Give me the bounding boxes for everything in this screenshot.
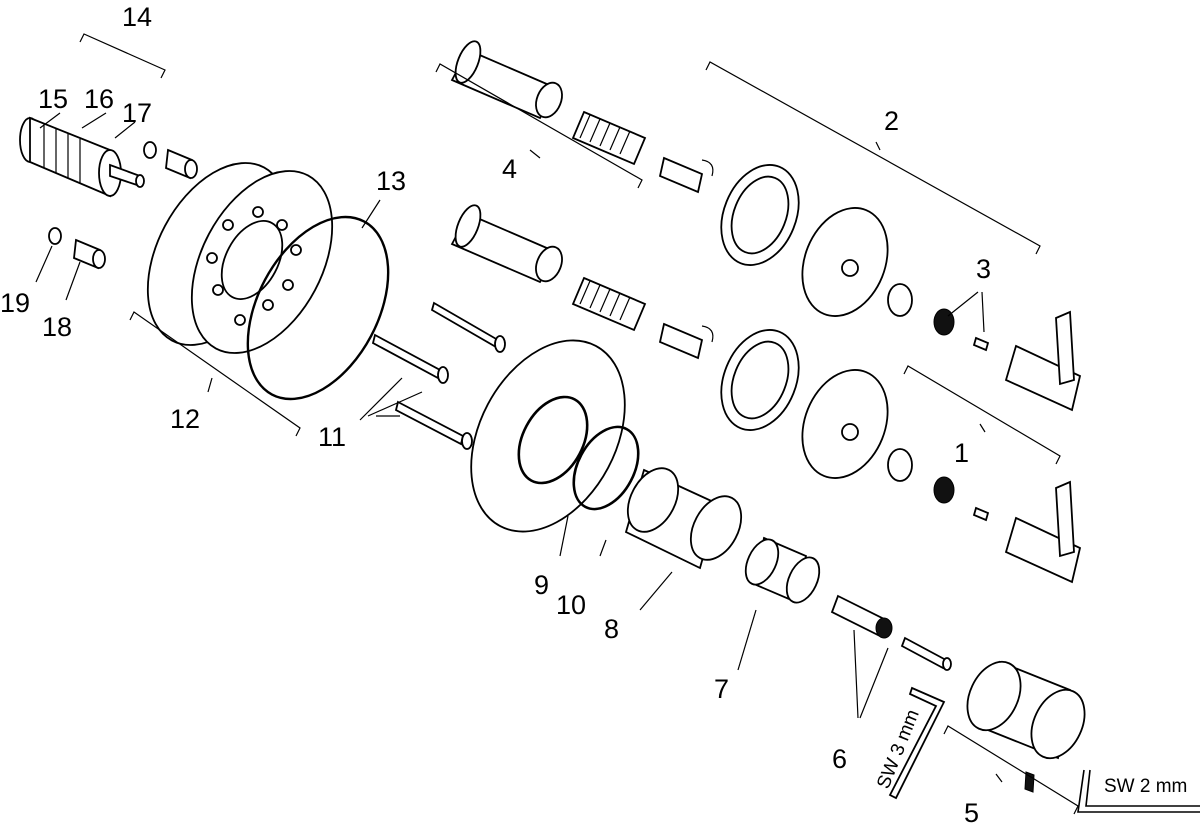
label-6: 6 bbox=[832, 744, 847, 774]
o-ring-10 bbox=[572, 425, 640, 511]
leader-lines bbox=[35, 33, 1079, 815]
label-1: 1 bbox=[954, 438, 969, 468]
mounting-screws bbox=[371, 301, 506, 450]
small-check-valve-lower bbox=[48, 227, 106, 270]
valve-body bbox=[146, 162, 334, 354]
label-12: 12 bbox=[170, 404, 200, 434]
label-13: 13 bbox=[376, 166, 406, 196]
label-7: 7 bbox=[714, 674, 729, 704]
adapter bbox=[744, 536, 821, 604]
label-15: 15 bbox=[38, 84, 68, 114]
label-9: 9 bbox=[534, 570, 549, 600]
label-2: 2 bbox=[884, 106, 899, 136]
label-17: 17 bbox=[122, 98, 152, 128]
hex-key-2mm bbox=[1077, 769, 1200, 813]
label-5: 5 bbox=[964, 798, 979, 828]
thermostatic-cartridge bbox=[19, 116, 145, 198]
hex-key-3mm bbox=[888, 686, 946, 800]
label-16: 16 bbox=[84, 84, 114, 114]
label-10: 10 bbox=[556, 590, 586, 620]
handle-group-lower bbox=[720, 329, 1082, 584]
label-11: 11 bbox=[318, 422, 346, 452]
sleeve bbox=[624, 467, 743, 570]
label-8: 8 bbox=[604, 614, 619, 644]
small-check-valve-upper bbox=[143, 141, 198, 180]
part-number-labels: 14 15 16 17 19 18 13 12 11 4 2 3 1 9 10 … bbox=[0, 2, 991, 828]
stop-valve-upper bbox=[450, 40, 714, 194]
label-4: 4 bbox=[502, 154, 517, 184]
label-3: 3 bbox=[976, 254, 991, 284]
o-ring-13 bbox=[246, 215, 390, 401]
extension bbox=[830, 594, 952, 671]
label-14: 14 bbox=[122, 2, 152, 32]
label-18: 18 bbox=[42, 312, 72, 342]
handle-group-upper bbox=[720, 164, 1082, 412]
stop-valve-lower bbox=[450, 204, 714, 360]
label-19: 19 bbox=[0, 288, 30, 318]
knob bbox=[966, 660, 1086, 793]
hex-key-2mm-label: SW 2 mm bbox=[1104, 776, 1187, 797]
